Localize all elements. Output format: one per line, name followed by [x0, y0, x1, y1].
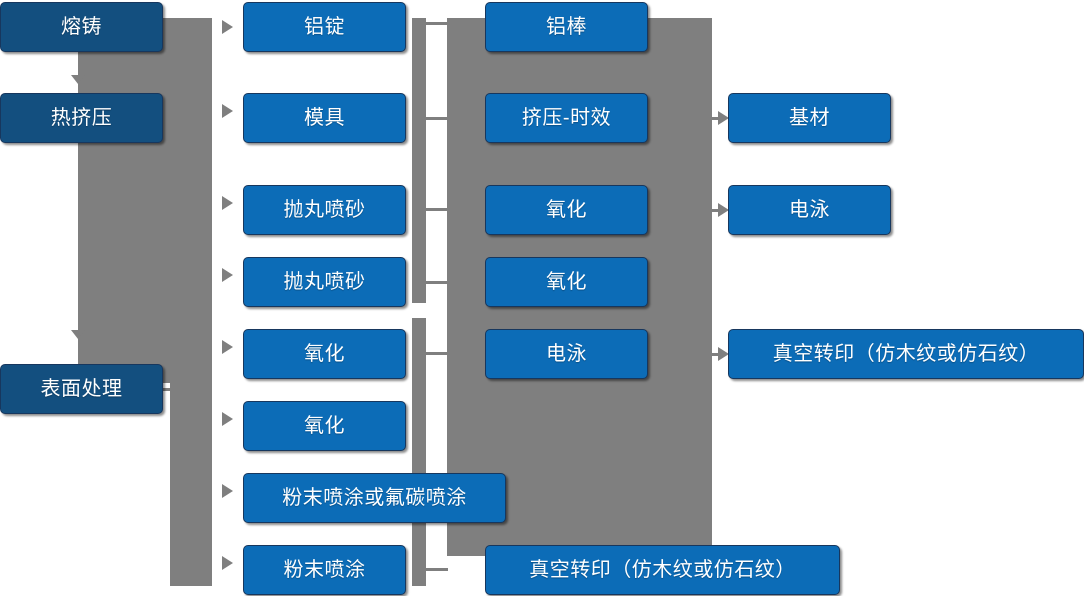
node-label: 模具 — [304, 107, 345, 129]
node-label: 粉末喷涂或氟碳喷涂 — [282, 487, 467, 509]
node-yanghua-col2-1[interactable]: 氧化 — [243, 327, 406, 379]
node-label: 铝锭 — [304, 16, 345, 38]
connector-mid-stub-1 — [426, 22, 448, 25]
node-label: 表面处理 — [40, 378, 123, 400]
node-dianyong-col3[interactable]: 电泳 — [485, 327, 648, 379]
connector-arrow-to-fenmo — [222, 556, 233, 570]
connector-arrow-to-fenmo-fluoro — [222, 484, 233, 498]
connector-line-to-dianyong2 — [706, 209, 720, 212]
connector-mid-bar-lower — [412, 318, 426, 586]
node-yanghua-col3-1[interactable]: 氧化 — [485, 183, 648, 235]
node-label: 电泳 — [789, 199, 830, 221]
node-jicai[interactable]: 基材 — [728, 91, 891, 143]
connector-mid-stub-5 — [426, 352, 448, 355]
node-paowan-pensha-1[interactable]: 抛丸喷砂 — [243, 183, 406, 235]
node-label: 氧化 — [304, 415, 345, 437]
connector-line-to-zhuanyin2 — [706, 353, 720, 356]
node-luding[interactable]: 铝锭 — [243, 0, 406, 52]
node-label: 氧化 — [304, 343, 345, 365]
connector-mid-stub-6 — [426, 568, 448, 571]
connector-arrow-to-jicai — [718, 111, 729, 125]
node-label: 热挤压 — [50, 107, 113, 129]
node-muju[interactable]: 模具 — [243, 91, 406, 143]
node-label: 电泳 — [546, 343, 587, 365]
connector-line-to-jicai — [706, 117, 720, 120]
node-label: 抛丸喷砂 — [283, 199, 366, 221]
node-label: 真空转印（仿木纹或仿石纹） — [529, 559, 796, 581]
connector-arrow-to-muju — [222, 104, 233, 118]
node-rongzhu[interactable]: 熔铸 — [0, 0, 163, 52]
connector-arrow-to-yanghua2 — [222, 412, 233, 426]
connector-mid-stub-4 — [426, 281, 448, 284]
connector-mid-bar-upper — [412, 18, 426, 303]
node-yanghua-col3-2[interactable]: 氧化 — [485, 255, 648, 307]
connector-stub-biaomian — [163, 388, 185, 391]
connector-left-trunk-upper — [78, 18, 182, 383]
connector-mid-stub-2 — [426, 117, 448, 120]
node-label: 基材 — [789, 107, 830, 129]
connector-arrow-down-to-rejiya — [71, 75, 85, 84]
node-label: 氧化 — [546, 199, 587, 221]
connector-left-trunk-lower — [170, 18, 212, 586]
node-paowan-pensha-2[interactable]: 抛丸喷砂 — [243, 255, 406, 307]
node-label: 铝棒 — [546, 16, 587, 38]
node-yanghua-col2-2[interactable]: 氧化 — [243, 399, 406, 451]
node-zhenkong-zhuanyin-col3[interactable]: 真空转印（仿木纹或仿石纹） — [485, 543, 840, 595]
connector-arrow-to-paowan2 — [222, 268, 233, 282]
node-label: 真空转印（仿木纹或仿石纹） — [772, 343, 1040, 365]
connector-arrow-to-yanghua1 — [222, 340, 233, 354]
node-dianyong-col4[interactable]: 电泳 — [728, 183, 891, 235]
node-jiya-shixiao[interactable]: 挤压-时效 — [485, 91, 648, 143]
connector-arrow-down-to-biaomian — [71, 330, 85, 339]
connector-mid-stub-3 — [426, 208, 448, 211]
connector-arrow-to-dianyong2 — [718, 203, 729, 217]
node-label: 挤压-时效 — [521, 107, 612, 129]
connector-arrow-to-luding — [222, 20, 233, 34]
node-fenmo-pentu[interactable]: 粉末喷涂 — [243, 543, 406, 595]
node-label: 熔铸 — [61, 16, 102, 38]
node-label: 氧化 — [546, 271, 587, 293]
node-lubang[interactable]: 铝棒 — [485, 0, 648, 52]
node-label: 抛丸喷砂 — [283, 271, 366, 293]
node-zhenkong-zhuanyin-col4[interactable]: 真空转印（仿木纹或仿石纹） — [728, 327, 1084, 379]
node-label: 粉末喷涂 — [283, 559, 366, 581]
connector-arrow-to-zhuanyin2 — [718, 347, 729, 361]
node-rejiya[interactable]: 热挤压 — [0, 91, 163, 143]
node-fenmo-huotan-pentu[interactable]: 粉末喷涂或氟碳喷涂 — [243, 471, 506, 523]
connector-arrow-to-paowan1 — [222, 196, 233, 210]
node-biaomian-chuli[interactable]: 表面处理 — [0, 362, 163, 414]
